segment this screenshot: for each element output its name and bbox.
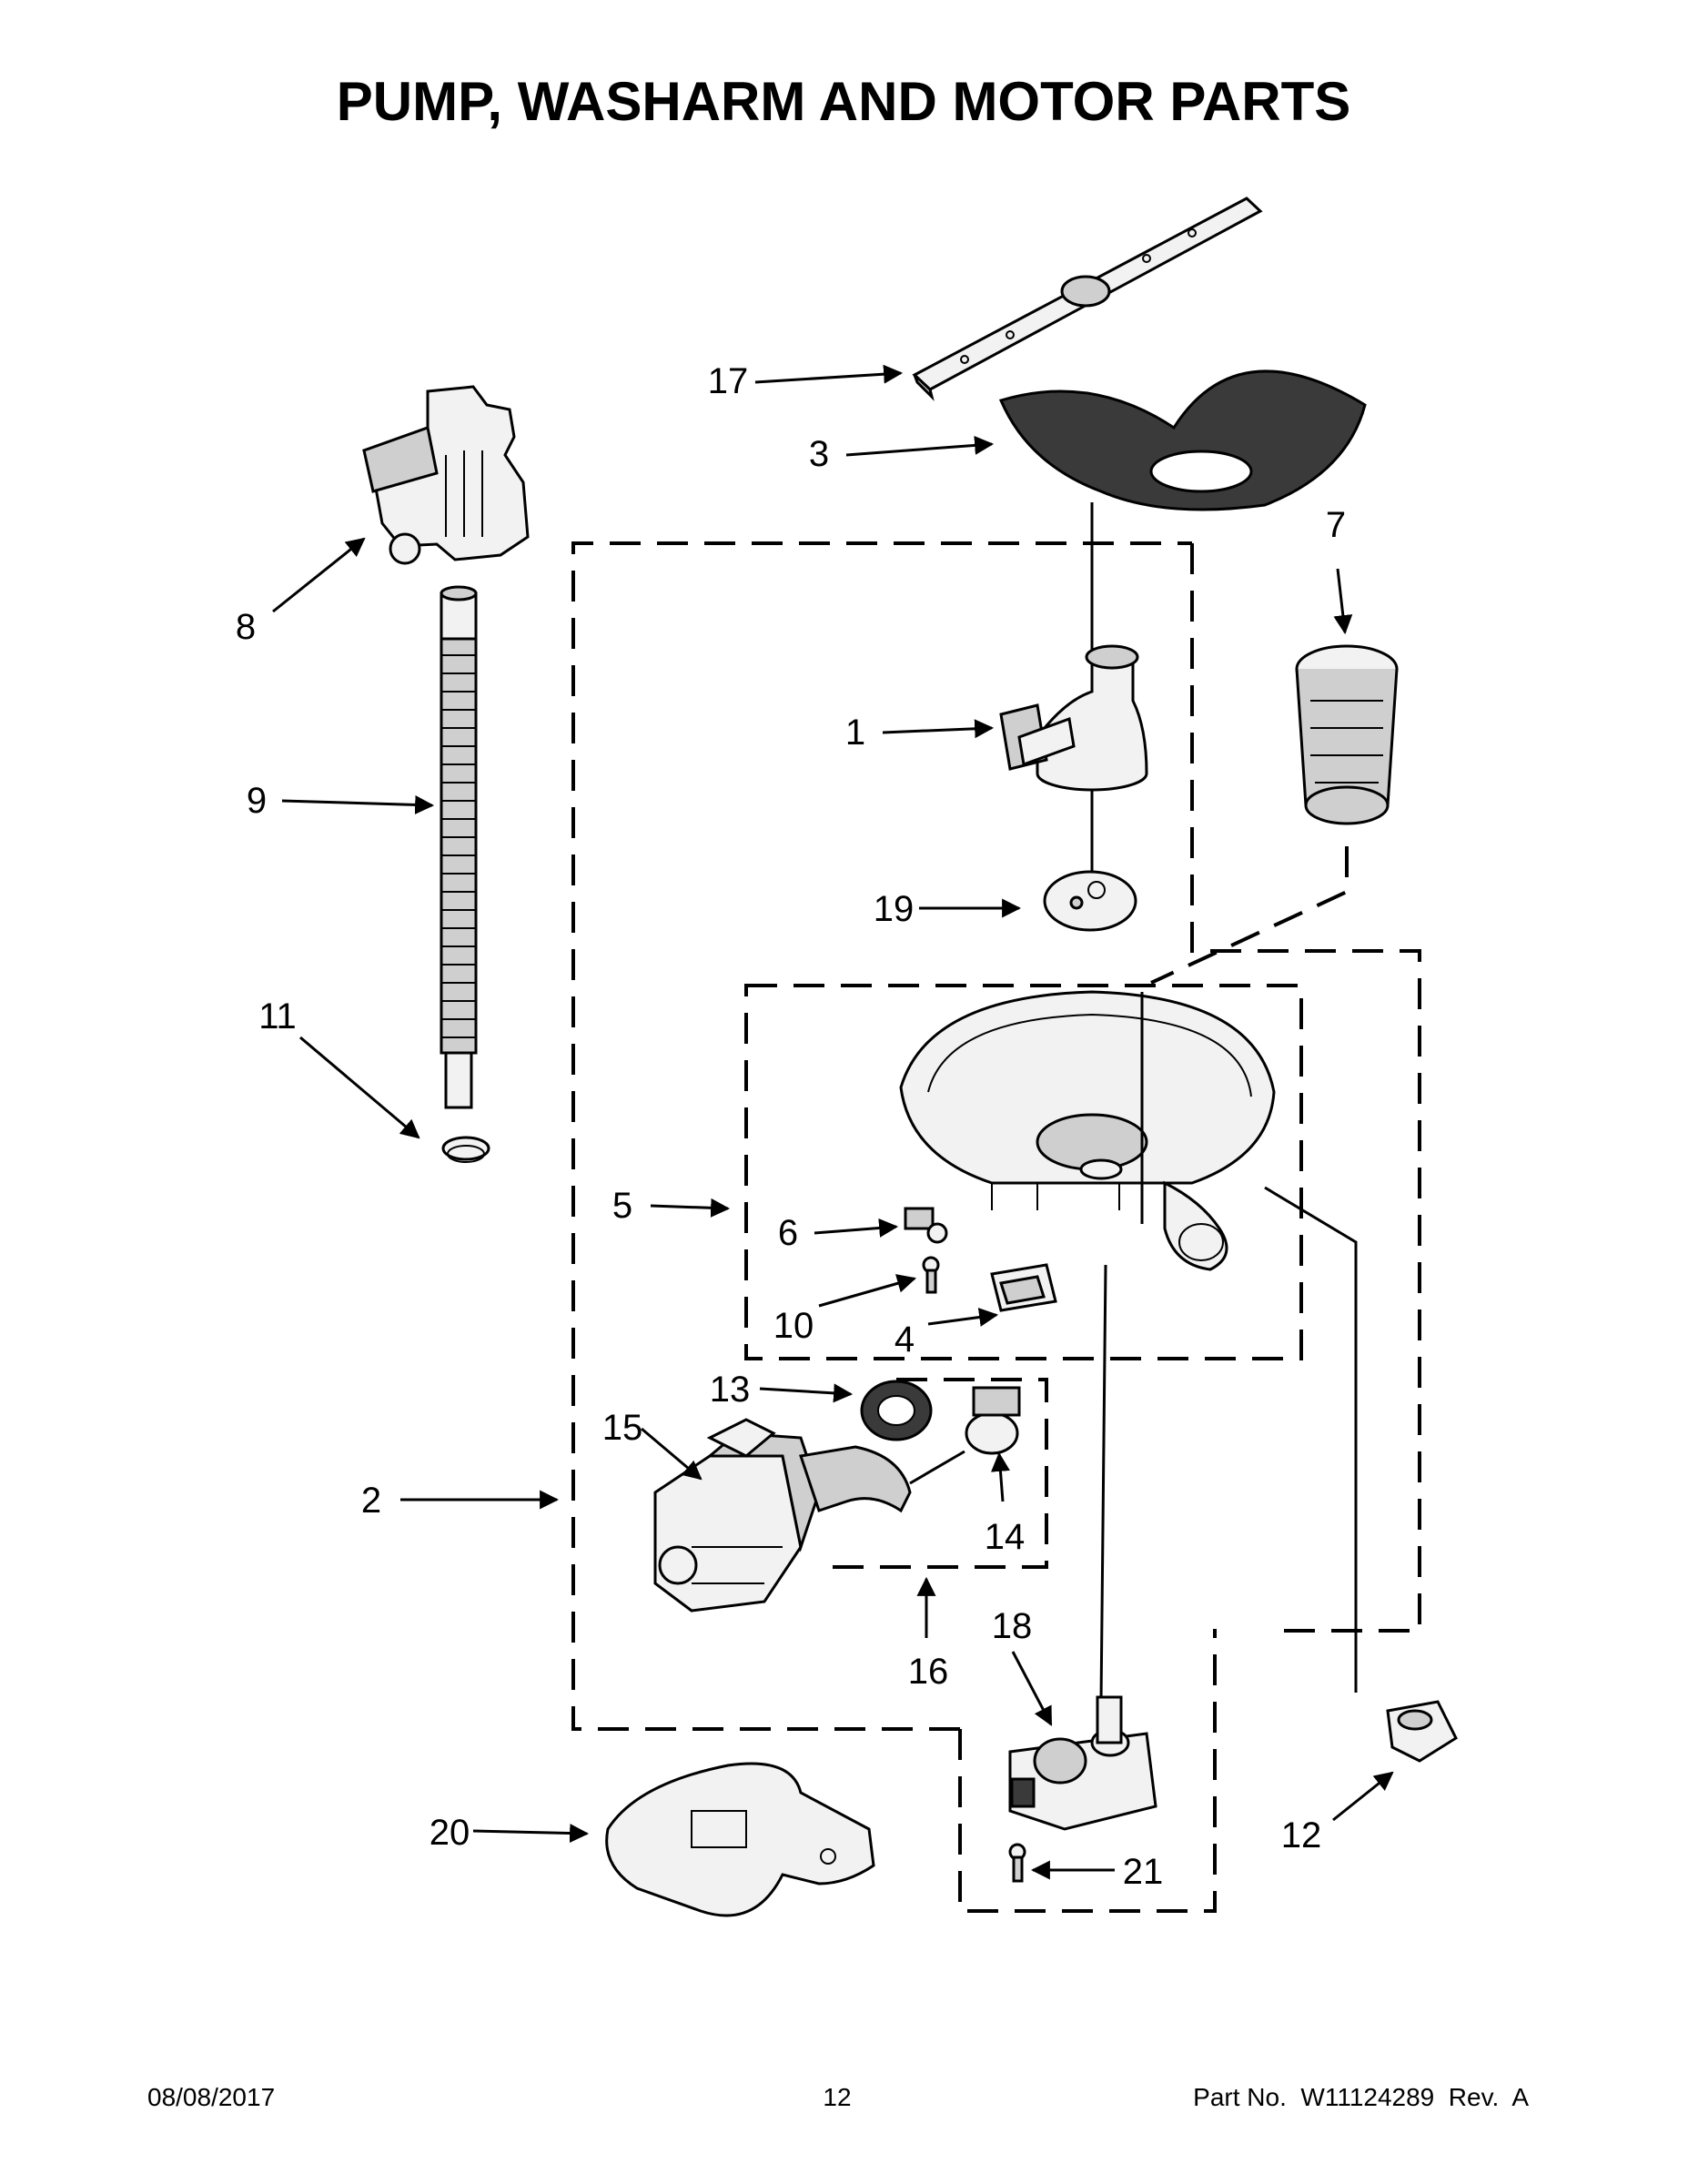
- callout-17: 17: [708, 361, 749, 401]
- strainer-basket-part: [1295, 644, 1399, 825]
- callout-2: 2: [361, 1481, 381, 1521]
- callout-12: 12: [1281, 1815, 1322, 1855]
- callout-21: 21: [1123, 1852, 1164, 1892]
- callout-16: 16: [908, 1652, 949, 1692]
- circulation-pump-part: [653, 1418, 965, 1613]
- callout-3: 3: [809, 434, 829, 474]
- diverter-motor-part: [1008, 1695, 1157, 1831]
- footer-part-number: Part No. W11124289 Rev. A: [1193, 2083, 1529, 2111]
- callout-5: 5: [612, 1186, 632, 1226]
- lower-spray-arm-part: [912, 197, 1263, 401]
- callout-6: 6: [778, 1213, 798, 1253]
- callout-18: 18: [992, 1606, 1033, 1646]
- assembly-2-boundary: [571, 541, 1421, 1913]
- assembly-16-boundary: [828, 1378, 1048, 1569]
- screw-part: [922, 1256, 940, 1294]
- callout-20: 20: [430, 1813, 470, 1853]
- insulation-pad-part: [605, 1762, 875, 1917]
- sensor-part: [904, 1207, 948, 1244]
- temperature-sensor-part: [1386, 1700, 1458, 1763]
- callout-1: 1: [845, 713, 865, 753]
- callout-arrows: [272, 364, 1394, 1880]
- assembly-5-boundary: [744, 984, 1303, 1360]
- callout-13: 13: [710, 1370, 751, 1410]
- diverter-housing-part: [999, 644, 1148, 792]
- callout-14: 14: [985, 1517, 1026, 1557]
- sump-assembly-part: [899, 990, 1276, 1271]
- callout-9: 9: [247, 781, 267, 821]
- filter-shield-part: [998, 369, 1367, 511]
- callout-11: 11: [258, 996, 297, 1036]
- hose-clamp-part: [441, 1136, 490, 1163]
- page-title: PUMP, WASHARM AND MOTOR PARTS: [337, 71, 1350, 132]
- screw-21-part: [1008, 1843, 1026, 1883]
- drain-hose-part: [440, 585, 478, 1109]
- connector-part: [990, 1263, 1057, 1312]
- drain-pump-part: [362, 385, 530, 565]
- disc-seal-part: [1043, 870, 1137, 932]
- callout-10: 10: [773, 1306, 814, 1346]
- clamp-part: [965, 1386, 1021, 1455]
- footer-page-number: 12: [823, 2083, 851, 2111]
- callout-15: 15: [602, 1408, 643, 1448]
- footer-date: 08/08/2017: [147, 2083, 275, 2111]
- callout-7: 7: [1326, 505, 1346, 545]
- callout-4: 4: [895, 1320, 915, 1360]
- callout-19: 19: [874, 889, 915, 929]
- callout-8: 8: [236, 607, 256, 647]
- seal-ring-part: [860, 1380, 933, 1441]
- strainer-lead: [1150, 846, 1349, 985]
